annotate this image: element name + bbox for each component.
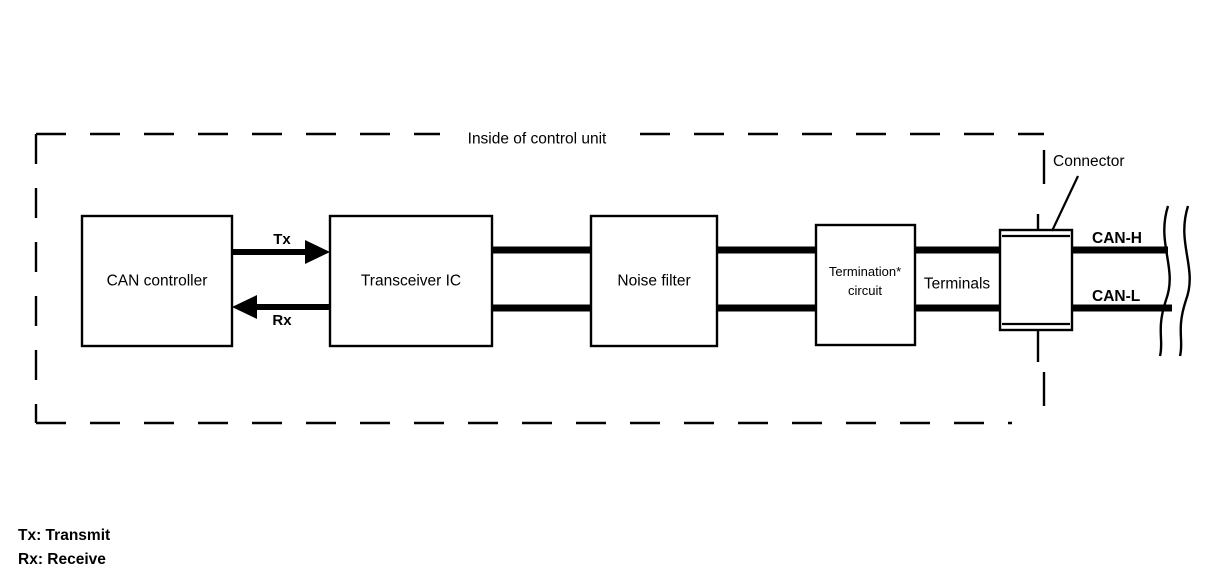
connector-box [998,228,1074,332]
terminals-label: Terminals [923,275,991,293]
rx-signal-label: Rx [272,311,292,329]
rx-arrow-head [232,295,257,319]
can-controller-label: CAN controller [106,272,208,290]
control-unit-title: Inside of control unit [467,130,607,148]
harness-break-wave-right [1178,205,1191,357]
termination-circuit-label-line1: Termination* [828,263,902,279]
legend-item-rx: Rx: Receive [18,551,106,568]
transceiver-ic-box [328,214,494,348]
connector-leader-line [1051,175,1079,232]
harness-break-wave-left [1158,205,1171,357]
transceiver-ic-label: Transceiver IC [360,272,462,290]
tx-signal-label: Tx [273,230,291,248]
legend-item-tx: Tx: Transmit [18,527,111,544]
connector-label: Connector [1053,153,1125,170]
can-l-label: CAN-L [1092,288,1141,305]
tx-arrow-head [305,240,330,264]
noise-filter-label: Noise filter [617,272,691,290]
can-h-label: CAN-H [1092,230,1142,247]
noise-filter-box [589,214,719,348]
termination-circuit-label-line2: circuit [848,282,882,298]
can-controller-box [80,214,234,348]
termination-circuit-box [814,223,917,347]
